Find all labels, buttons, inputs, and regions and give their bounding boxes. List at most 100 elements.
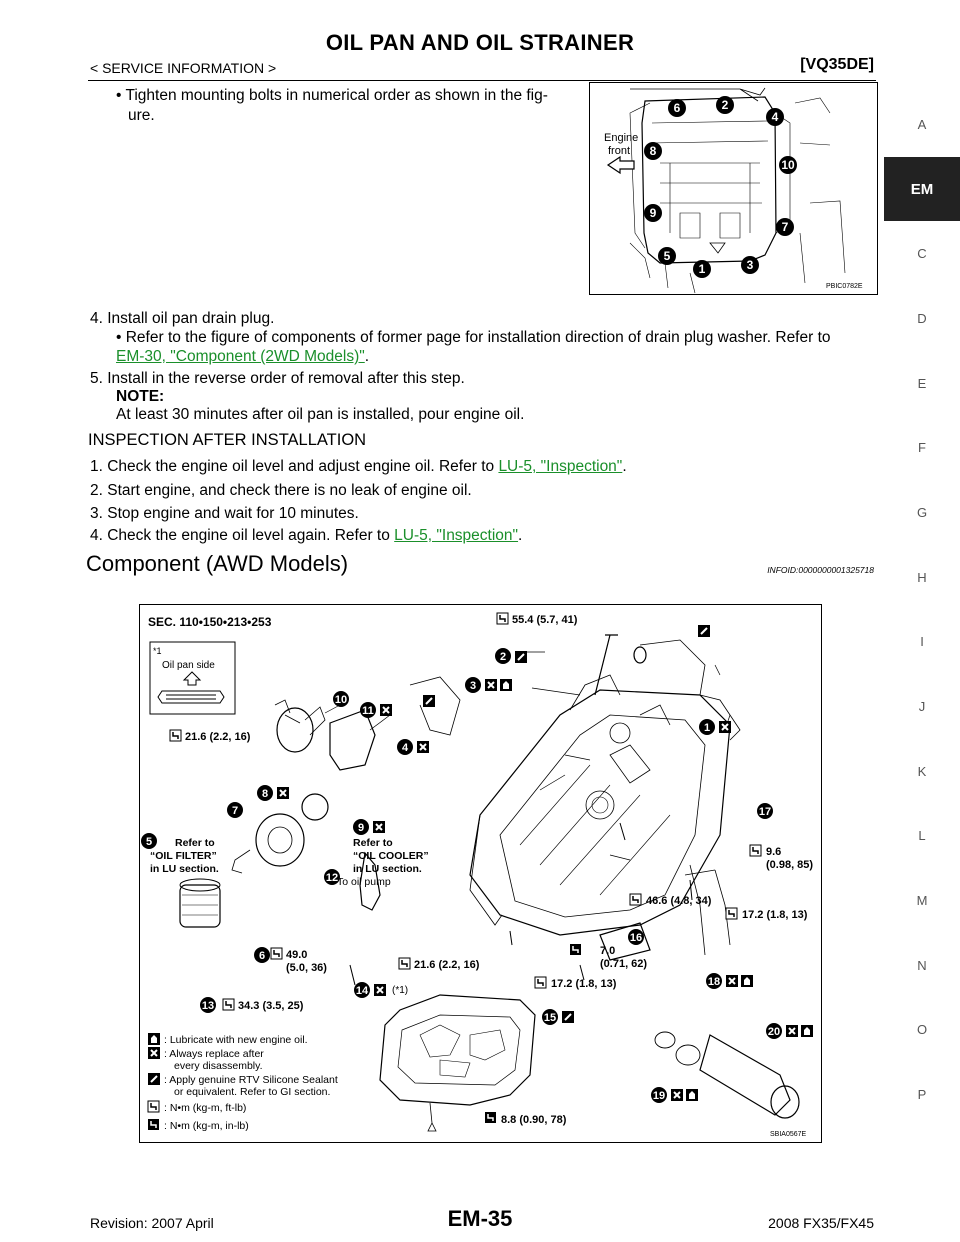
tab-e[interactable]: E	[917, 375, 927, 391]
torque-9-6: 9.6	[766, 846, 781, 858]
tab-j[interactable]: J	[918, 699, 926, 715]
torque-21-6-b: 21.6 (2.2, 16)	[414, 959, 480, 971]
refer-filter-3: in LU section.	[150, 863, 219, 875]
torque-8-8: 8.8 (0.90, 78)	[501, 1114, 567, 1126]
tab-d[interactable]: D	[917, 310, 927, 326]
tab-c[interactable]: C	[917, 246, 927, 262]
bolt-1: 1	[699, 262, 706, 276]
to-oil-pump: To oil pump	[337, 876, 391, 888]
part-1: 1	[704, 722, 710, 734]
tab-a[interactable]: A	[917, 116, 927, 132]
refer-cooler-1: Refer to	[353, 837, 393, 849]
tab-o[interactable]: O	[916, 1022, 928, 1038]
part-2: 2	[500, 651, 506, 663]
inspection-step-3: 3. Stop engine and wait for 10 minutes.	[90, 505, 359, 522]
step-4-bullet: • Refer to the figure of components of f…	[116, 329, 831, 346]
inspection-step-4: 4. Check the engine oil level again. Ref…	[90, 526, 522, 545]
bolt-5: 5	[664, 249, 671, 263]
part-9: 9	[358, 822, 364, 834]
refer-cooler-3: in LU section.	[353, 863, 422, 875]
bolt-order-diagram: Engine front 6 2 4 8 10 9 7 5 1 3 PBIC07…	[604, 87, 863, 294]
part-12: 12	[326, 872, 338, 884]
part-7: 7	[232, 805, 238, 817]
part-3: 3	[470, 680, 476, 692]
bolt-order-figure: Engine front 6 2 4 8 10 9 7 5 1 3 PBIC07…	[589, 82, 878, 295]
inset-arrow-icon	[182, 671, 202, 686]
part-14: 14	[356, 985, 369, 997]
torque-7-0: 7.0	[600, 945, 615, 957]
tab-l[interactable]: L	[918, 828, 926, 844]
section-tabs: A EM C D E F G H I J K L M N O P	[884, 92, 960, 1127]
tab-em[interactable]: EM	[884, 156, 960, 222]
legend-sealant-2: or equivalent. Refer to GI section.	[174, 1086, 330, 1098]
tab-k[interactable]: K	[917, 763, 927, 779]
inspection-step-4-text: 4. Check the engine oil level again. Ref…	[90, 527, 395, 544]
tab-h[interactable]: H	[917, 569, 927, 585]
bolt-10: 10	[781, 158, 795, 172]
torque-46-6: 46.6 (4.8, 34)	[646, 895, 712, 907]
tab-i[interactable]: I	[920, 634, 924, 650]
part-10: 10	[335, 694, 347, 706]
bolt-6: 6	[674, 101, 681, 115]
component-diagram: SEC. 110•150•213•253 *1 Oil pan side	[141, 612, 813, 1138]
part-15: 15	[544, 1012, 556, 1024]
torque-17-2-b: 17.2 (1.8, 13)	[551, 978, 617, 990]
sec-label: SEC. 110•150•213•253	[148, 615, 272, 629]
component-heading: Component (AWD Models)	[86, 551, 349, 576]
part-4: 4	[402, 742, 409, 754]
page-title: OIL PAN AND OIL STRAINER	[325, 30, 635, 55]
refer-filter-1: Refer to	[175, 837, 215, 849]
part-17: 17	[759, 806, 771, 818]
inspection-step-1: 1. Check the engine oil level and adjust…	[90, 457, 627, 476]
inspection-step-4-period: .	[518, 527, 523, 544]
torque-55-4: 55.4 (5.7, 41)	[512, 614, 578, 626]
legend-ft-lb: : N•m (kg-m, ft-lb)	[164, 1102, 246, 1114]
link-lu-5-a[interactable]: LU-5, "Inspection"	[498, 458, 623, 475]
torque-7-0-b: (0.71, 62)	[600, 958, 647, 970]
bolt-9: 9	[650, 206, 657, 220]
tab-p[interactable]: P	[917, 1087, 927, 1103]
info-id: INFOID:0000000001325718	[767, 565, 874, 575]
part-6: 6	[259, 950, 265, 962]
revision-label: Revision: 2007 April	[90, 1215, 214, 1231]
link-em-30[interactable]: EM-30, "Component (2WD Models)"	[116, 348, 365, 365]
page-number: EM-35	[447, 1206, 513, 1231]
part-8: 8	[262, 788, 268, 800]
inset-star-label: *1	[153, 646, 162, 656]
tab-f[interactable]: F	[918, 440, 926, 456]
inspection-step-2: 2. Start engine, and check there is no l…	[90, 482, 472, 499]
refer-cooler-2: “OIL COOLER”	[353, 850, 429, 862]
figure1-code: PBIC0782E	[826, 283, 863, 290]
part-20: 20	[768, 1026, 780, 1038]
inspection-step-1-text: 1. Check the engine oil level and adjust…	[90, 458, 499, 475]
part-13: 13	[202, 1000, 214, 1012]
legend-replace-2: every disassembly.	[174, 1060, 263, 1072]
link-lu-5-b[interactable]: LU-5, "Inspection"	[394, 527, 519, 544]
torque-49-0: 49.0	[286, 949, 307, 961]
torque-21-6-a: 21.6 (2.2, 16)	[185, 731, 251, 743]
tab-n[interactable]: N	[917, 957, 927, 973]
engine-front-arrow-icon	[606, 155, 635, 175]
part-11: 11	[362, 705, 374, 717]
legend-replace: : Always replace after	[164, 1048, 264, 1060]
star-ref: (*1)	[392, 985, 408, 996]
tab-m[interactable]: M	[916, 893, 928, 909]
bolt-3: 3	[747, 258, 754, 272]
breadcrumb: < SERVICE INFORMATION >	[90, 60, 277, 76]
torque-17-2-a: 17.2 (1.8, 13)	[742, 909, 808, 921]
legend-lubricate: : Lubricate with new engine oil.	[164, 1034, 308, 1046]
legend-in-lb: : N•m (kg-m, in-lb)	[164, 1120, 249, 1132]
bolt-8: 8	[650, 144, 657, 158]
bolt-7: 7	[782, 220, 789, 234]
inspection-heading: INSPECTION AFTER INSTALLATION	[88, 431, 367, 449]
inspection-step-1-period: .	[622, 458, 627, 475]
torque-49-0-b: (5.0, 36)	[286, 962, 327, 974]
engine-front-label: Engine	[604, 132, 638, 144]
model-label: 2008 FX35/FX45	[768, 1215, 874, 1231]
step-4-link-line: EM-30, "Component (2WD Models)".	[116, 347, 369, 366]
header-divider	[88, 80, 876, 81]
torque-34-3: 34.3 (3.5, 25)	[238, 1000, 304, 1012]
tab-g[interactable]: G	[916, 504, 928, 520]
engine-code: [VQ35DE]	[800, 56, 874, 73]
step-4: 4. Install oil pan drain plug.	[90, 310, 275, 327]
